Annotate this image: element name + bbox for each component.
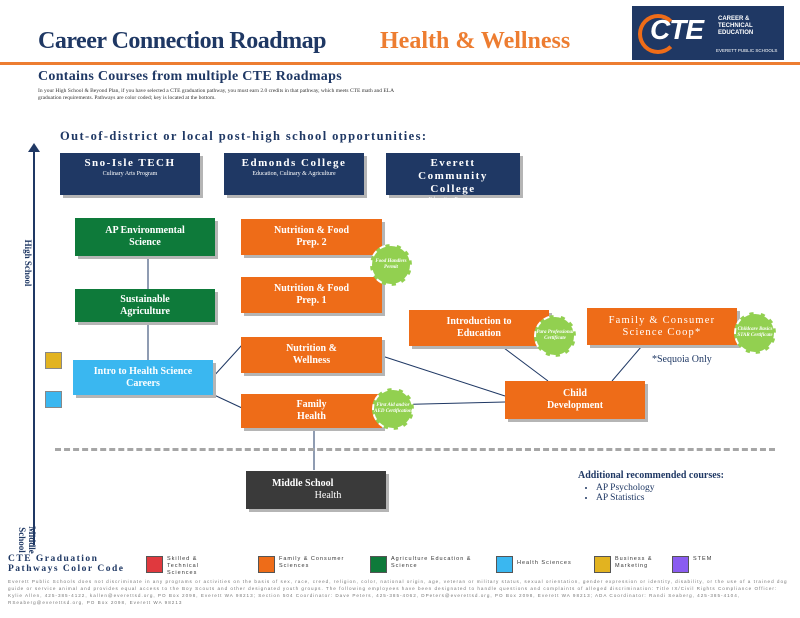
legend-swatch xyxy=(496,556,513,573)
opportunity-everett-cc: Everett Community College Education Prog… xyxy=(386,153,520,203)
logo-letters: CTE xyxy=(650,14,704,45)
grade-axis xyxy=(33,150,35,545)
opportunities-heading: Out-of-district or local post-high schoo… xyxy=(60,129,428,143)
legend-title-line-1: CTE Graduation xyxy=(8,554,99,564)
opportunity-program: Culinary Arts Program xyxy=(102,171,158,177)
course-intro-health-science: Intro to Health Science Careers xyxy=(73,360,213,395)
up-arrow-icon xyxy=(28,143,40,152)
hs-ms-divider xyxy=(55,448,775,451)
cert-label: First Aid and/or AED Certification xyxy=(374,403,412,414)
opportunity-edmonds: Edmonds College Education, Culinary & Ag… xyxy=(224,153,364,195)
nondiscrimination-footer: Everett Public Schools does not discrimi… xyxy=(8,579,788,605)
subtitle: Contains Courses from multiple CTE Roadm… xyxy=(38,69,342,84)
legend-label: Skilled & Technical Sciences xyxy=(167,556,199,576)
legend-item-business: Business & Marketing xyxy=(594,556,665,573)
subject-title: Health & Wellness xyxy=(380,28,571,54)
course-nutrition-food-prep-1: Nutrition & Food Prep. 1 xyxy=(241,277,382,313)
logo-line-3: EDUCATION xyxy=(718,30,754,36)
course-label: AP Environmental Science xyxy=(105,225,185,248)
course-intro-education: Introduction to Education xyxy=(409,310,549,346)
legend-label: Agriculture Education & Science xyxy=(391,556,472,569)
legend-title-line-2: Pathways Color Code xyxy=(8,564,125,574)
cert-label: Food Handlers Permit xyxy=(375,259,407,270)
course-family-health: Family Health xyxy=(241,394,382,428)
opportunity-name: Edmonds College xyxy=(241,157,347,169)
cert-first-aid: First Aid and/or AED Certification xyxy=(372,388,414,430)
legend-item-stem: STEM xyxy=(672,556,733,573)
legend-swatch xyxy=(258,556,275,573)
list-item: AP Psychology xyxy=(596,483,724,493)
opportunity-sno-isle: Sno-Isle TECH Culinary Arts Program xyxy=(60,153,200,195)
cert-para-professional: Para Professional Certificate xyxy=(534,315,576,357)
list-item: AP Statistics xyxy=(596,493,724,503)
course-label: Nutrition & Wellness xyxy=(286,343,337,366)
opportunity-name: Everett Community College xyxy=(418,157,488,195)
course-middle-school-health: Middle School Health xyxy=(246,471,386,509)
legend-item-agriculture: Agriculture Education & Science xyxy=(370,556,487,573)
course-label: Nutrition & Food Prep. 2 xyxy=(274,225,349,248)
legend-label: Family & Consumer Sciences xyxy=(279,556,345,569)
logo-line-1: CAREER & xyxy=(718,16,750,22)
cert-childcare-star: Childcare Basics STAR Certificate xyxy=(734,312,776,354)
legend-label: Business & Marketing xyxy=(615,556,653,569)
legend-item-skilled: Skilled & Technical Sciences xyxy=(146,556,227,577)
course-label: Nutrition & Food Prep. 1 xyxy=(274,283,349,306)
course-subtitle: Health xyxy=(314,490,342,501)
legend-swatch xyxy=(672,556,689,573)
course-label: Intro to Health Science Careers xyxy=(93,365,193,389)
course-label: Sustainable Agriculture xyxy=(120,293,170,317)
course-title: Middle School xyxy=(272,478,334,489)
opportunity-program: Education Programs xyxy=(428,197,478,203)
cert-label: Childcare Basics STAR Certificate xyxy=(737,327,773,338)
course-label: Family Health xyxy=(296,399,327,422)
pathway-swatch-health xyxy=(45,391,62,408)
logo-swoosh-icon xyxy=(638,14,678,54)
sequoia-note: *Sequoia Only xyxy=(652,354,712,365)
course-nutrition-food-prep-2: Nutrition & Food Prep. 2 xyxy=(241,219,382,255)
legend-label: Health Sciences xyxy=(517,560,572,566)
intro-text: In your High School & Beyond Plan, if yo… xyxy=(38,88,394,101)
course-ap-environmental-science: AP Environmental Science xyxy=(75,218,215,256)
logo-text: CAREER & TECHNICAL EDUCATION xyxy=(718,16,753,37)
course-sustainable-agriculture: Sustainable Agriculture xyxy=(75,289,215,322)
cert-food-handlers: Food Handlers Permit xyxy=(370,244,412,286)
header-divider xyxy=(0,62,800,65)
legend-item-family-consumer: Family & Consumer Sciences xyxy=(258,556,357,573)
course-child-development: Child Development xyxy=(505,381,645,419)
course-fcs-coop: Family & Consumer Science Coop* xyxy=(587,308,737,345)
logo-district: EVERETT PUBLIC SCHOOLS xyxy=(716,48,778,53)
opportunity-program: Education, Culinary & Agriculture xyxy=(252,171,336,177)
course-nutrition-wellness: Nutrition & Wellness xyxy=(241,337,382,373)
logo-line-2: TECHNICAL xyxy=(718,23,753,29)
course-label: Child Development xyxy=(546,388,604,411)
legend-label: STEM xyxy=(693,556,713,562)
legend-item-health: Health Sciences xyxy=(496,556,597,573)
additional-courses: Additional recommended courses: AP Psych… xyxy=(578,470,724,503)
additional-list: AP Psychology AP Statistics xyxy=(578,483,724,503)
legend-swatch xyxy=(594,556,611,573)
additional-heading: Additional recommended courses: xyxy=(578,470,724,481)
legend-swatch xyxy=(146,556,163,573)
legend-title: CTE Graduation Pathways Color Code xyxy=(8,554,124,574)
course-label: Introduction to Education xyxy=(446,316,512,339)
opportunity-name: Sno-Isle TECH xyxy=(84,157,176,169)
legend-swatch xyxy=(370,556,387,573)
high-school-label: High School xyxy=(23,239,33,287)
course-label: Family & Consumer Science Coop* xyxy=(608,314,716,338)
page-title: Career Connection Roadmap xyxy=(38,28,326,54)
pathway-swatch-business xyxy=(45,352,62,369)
cert-label: Para Professional Certificate xyxy=(536,330,574,341)
cte-logo: CTE CAREER & TECHNICAL EDUCATION EVERETT… xyxy=(632,6,784,60)
